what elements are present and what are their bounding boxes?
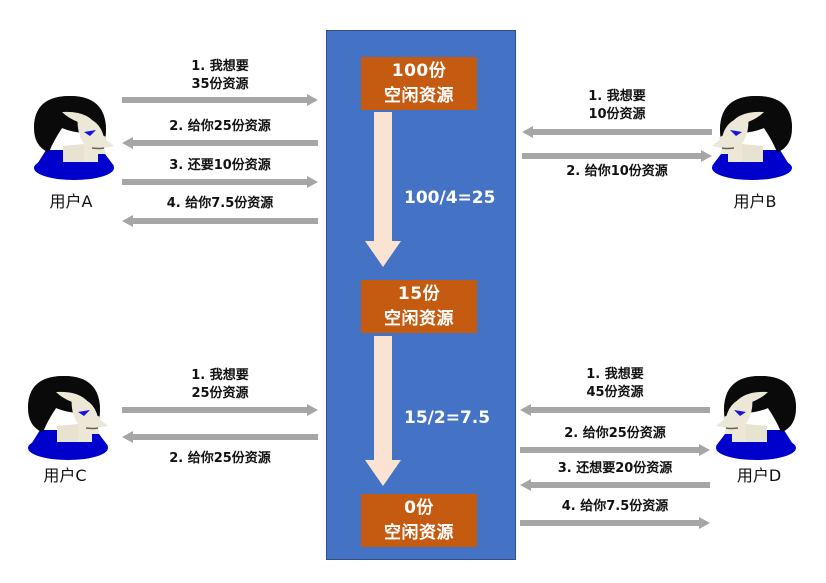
user-label-c: 用户C <box>43 466 87 485</box>
arrow-tip <box>699 444 710 456</box>
message-label-c2: 2. 给你25份资源 <box>169 451 271 466</box>
avatar-user-c <box>28 376 108 460</box>
arrow-bar <box>531 482 710 488</box>
message-label-d3: 3. 还想要20份资源 <box>557 461 673 476</box>
arrow-bar <box>531 407 710 413</box>
resource-box-100: 100份 空闲资源 <box>361 57 477 110</box>
resource-box-label: 空闲资源 <box>384 308 454 329</box>
arrow-tip <box>520 404 531 416</box>
arrow-head <box>365 241 401 267</box>
arrow-tip <box>522 126 533 138</box>
message-arrow-b1 <box>522 126 712 138</box>
arrow-bar <box>522 153 701 159</box>
message-label-a4: 4. 给你7.5份资源 <box>166 196 274 211</box>
message-arrow-d2 <box>520 444 710 456</box>
arrow-bar <box>122 407 307 413</box>
arrow-bar <box>520 447 699 453</box>
user-label-b: 用户B <box>733 192 777 211</box>
message-label-a1: 1. 我想要 35份资源 <box>191 59 249 92</box>
pool-transition-arrow-2 <box>365 336 401 486</box>
arrow-tip <box>699 517 710 529</box>
arrow-tip <box>307 94 318 106</box>
ratio-label-2: 15/2=7.5 <box>404 408 491 428</box>
message-label-b2: 2. 给你10份资源 <box>566 164 668 179</box>
arrow-tip <box>701 150 712 162</box>
user-label-d: 用户D <box>736 466 782 485</box>
resource-box-amount: 0份 <box>404 497 434 518</box>
message-arrow-c2 <box>122 431 318 443</box>
resource-box-amount: 15份 <box>397 283 441 304</box>
message-label-b1: 1. 我想要 10份资源 <box>588 89 646 122</box>
arrow-shaft <box>374 112 392 241</box>
arrow-bar <box>133 140 318 146</box>
pool-transition-arrow-1 <box>365 112 401 267</box>
resource-box-15: 15份 空闲资源 <box>361 280 477 333</box>
message-arrow-d1 <box>520 404 710 416</box>
message-arrow-a2 <box>122 137 318 149</box>
message-arrow-a1 <box>122 94 318 106</box>
message-label-c1: 1. 我想要 25份资源 <box>191 368 249 401</box>
message-arrow-c1 <box>122 404 318 416</box>
arrow-tip <box>122 137 133 149</box>
arrow-tip <box>122 431 133 443</box>
resource-box-label: 空闲资源 <box>384 85 454 106</box>
resource-box-0: 0份 空闲资源 <box>361 494 477 547</box>
arrow-tip <box>520 479 531 491</box>
resource-box-label: 空闲资源 <box>384 522 454 543</box>
arrow-bar <box>133 218 318 224</box>
user-label-a: 用户A <box>49 192 93 211</box>
arrow-tip <box>122 215 133 227</box>
arrow-bar <box>520 520 699 526</box>
arrow-tip <box>307 176 318 188</box>
message-label-d2: 2. 给你25份资源 <box>564 426 666 441</box>
resource-box-amount: 100份 <box>391 60 447 81</box>
arrow-bar <box>122 97 307 103</box>
arrow-shaft <box>374 336 392 460</box>
message-label-a2: 2. 给你25份资源 <box>169 119 271 134</box>
message-arrow-d4 <box>520 517 710 529</box>
avatar-user-d <box>716 376 796 460</box>
ratio-label-1: 100/4=25 <box>404 188 496 208</box>
message-label-d4: 4. 给你7.5份资源 <box>561 499 669 514</box>
message-label-d1: 1. 我想要 45份资源 <box>586 367 644 400</box>
message-arrow-d3 <box>520 479 710 491</box>
message-arrow-b2 <box>522 150 712 162</box>
message-arrow-a4 <box>122 215 318 227</box>
avatar-user-a <box>34 96 114 180</box>
arrow-bar <box>533 129 712 135</box>
message-arrow-a3 <box>122 176 318 188</box>
avatar-user-b <box>712 96 792 180</box>
arrow-bar <box>122 179 307 185</box>
arrow-head <box>365 460 401 486</box>
arrow-tip <box>307 404 318 416</box>
message-label-a3: 3. 还要10份资源 <box>169 158 271 173</box>
arrow-bar <box>133 434 318 440</box>
